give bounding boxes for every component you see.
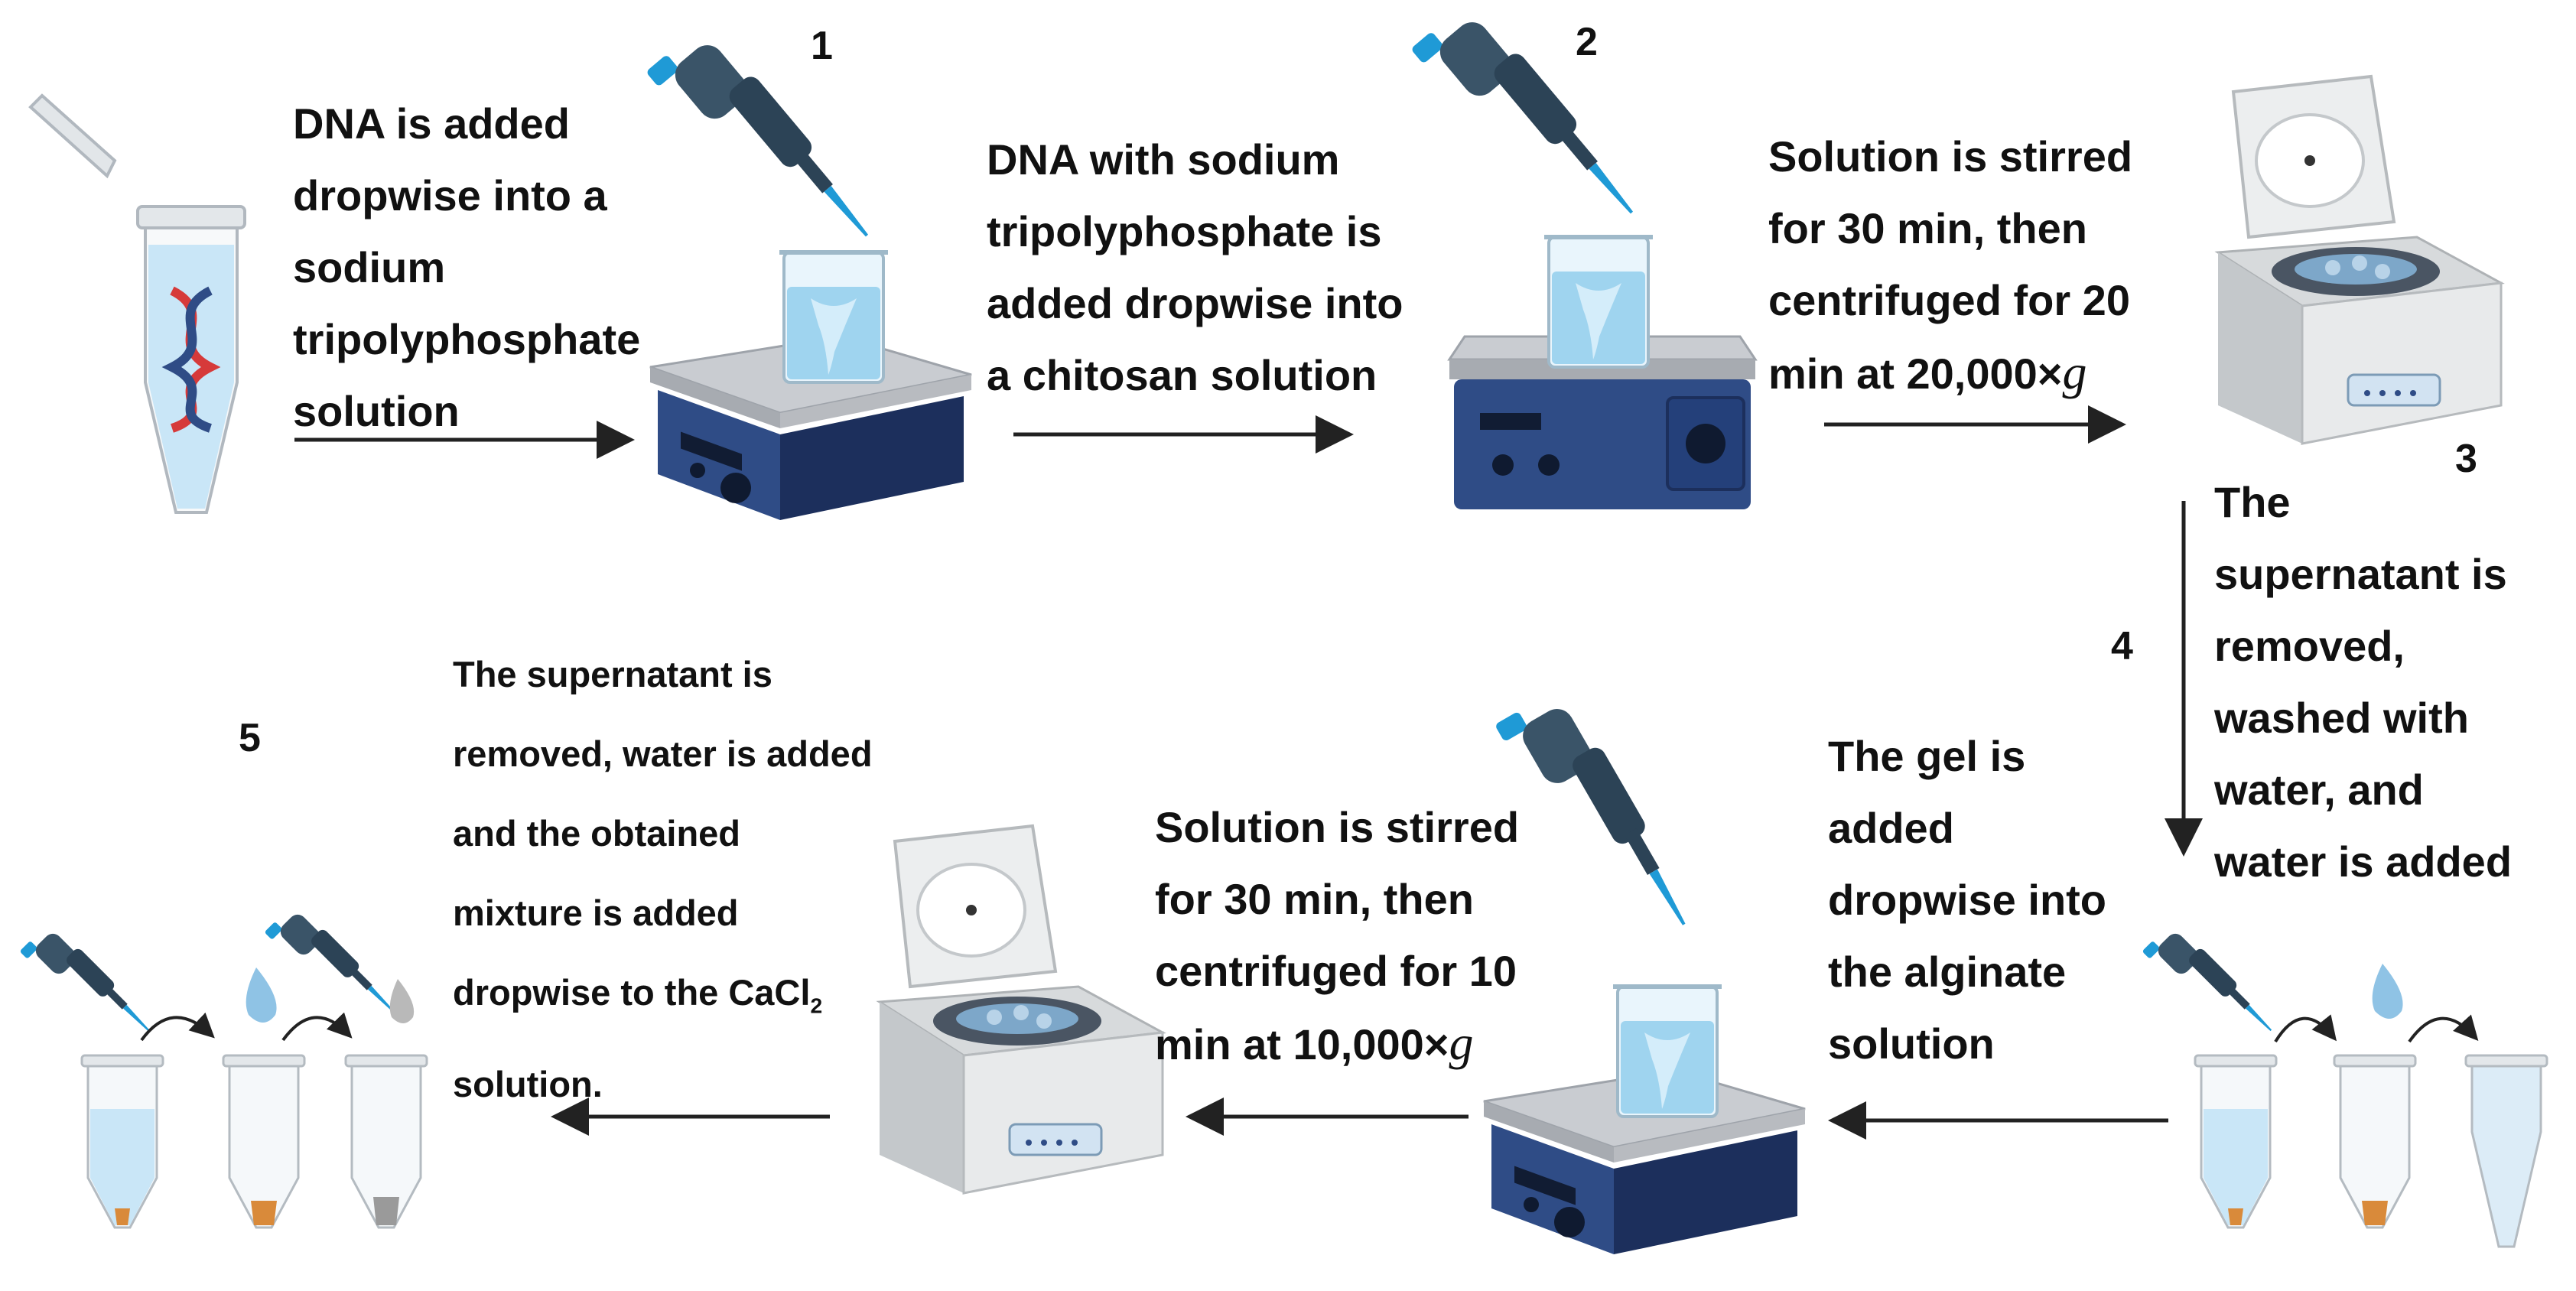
tube-icon (222, 1054, 306, 1229)
step-number-1: 1 (811, 24, 833, 68)
tube-icon (2464, 1054, 2548, 1248)
step5-caption: The supernatant is removed, water is add… (453, 635, 873, 1124)
g-symbol: g (2062, 345, 2087, 399)
tube-icon (2194, 1054, 2278, 1229)
curved-arrow-icon (140, 1012, 215, 1042)
stir10-caption: Solution is stirred for 30 min, then cen… (1155, 792, 1519, 1081)
pipette-icon (1495, 684, 1699, 957)
curved-arrow-icon (2274, 1014, 2337, 1043)
tube-icon (80, 1054, 164, 1229)
tube-icon (344, 1054, 428, 1229)
stir10-caption-text: Solution is stirred for 30 min, then cen… (1155, 803, 1520, 1068)
curved-arrow-icon (2408, 1014, 2479, 1043)
pipette-icon (646, 19, 880, 278)
step3-caption-text: Solution is stirred for 30 min, then cen… (1768, 132, 2133, 398)
water-drop-icon (246, 967, 277, 1023)
water-drop-icon (2372, 964, 2403, 1019)
step2-caption: DNA with sodium tripolyphosphate is adde… (987, 135, 1403, 399)
step-number-4: 4 (2111, 624, 2133, 668)
pipette-icon (264, 900, 400, 1037)
centrifuge-icon (878, 824, 1164, 1195)
step3-caption: Solution is stirred for 30 min, then cen… (1768, 121, 2132, 410)
step-number-3: 3 (2455, 437, 2477, 481)
water-drop-icon (389, 979, 415, 1023)
beaker-icon (1544, 237, 1653, 367)
centrifuge-icon (2217, 75, 2503, 445)
dna-tube-icon (28, 93, 246, 514)
step-number-2: 2 (1576, 20, 1598, 64)
beaker-icon (779, 252, 888, 382)
gel-caption: The gel is added dropwise into the algin… (1828, 732, 2106, 1068)
pipette-icon (19, 919, 155, 1056)
pipette-icon (2142, 919, 2278, 1056)
step1-caption: DNA is added dropwise into a sodium trip… (293, 99, 641, 435)
g-symbol: g (1449, 1016, 1474, 1070)
step5-caption-text: The supernatant is removed, water is add… (453, 654, 873, 1013)
step5-caption-suffix: solution. (453, 1064, 603, 1105)
beaker-icon (1613, 987, 1722, 1117)
pipette-icon (1410, 0, 1645, 255)
tube-icon (2333, 1054, 2417, 1229)
curved-arrow-icon (281, 1012, 353, 1042)
calcium-chloride-subscript: 2 (810, 993, 823, 1018)
step4-caption: The supernatant is removed, washed with … (2214, 478, 2513, 886)
step-number-5: 5 (239, 716, 261, 760)
